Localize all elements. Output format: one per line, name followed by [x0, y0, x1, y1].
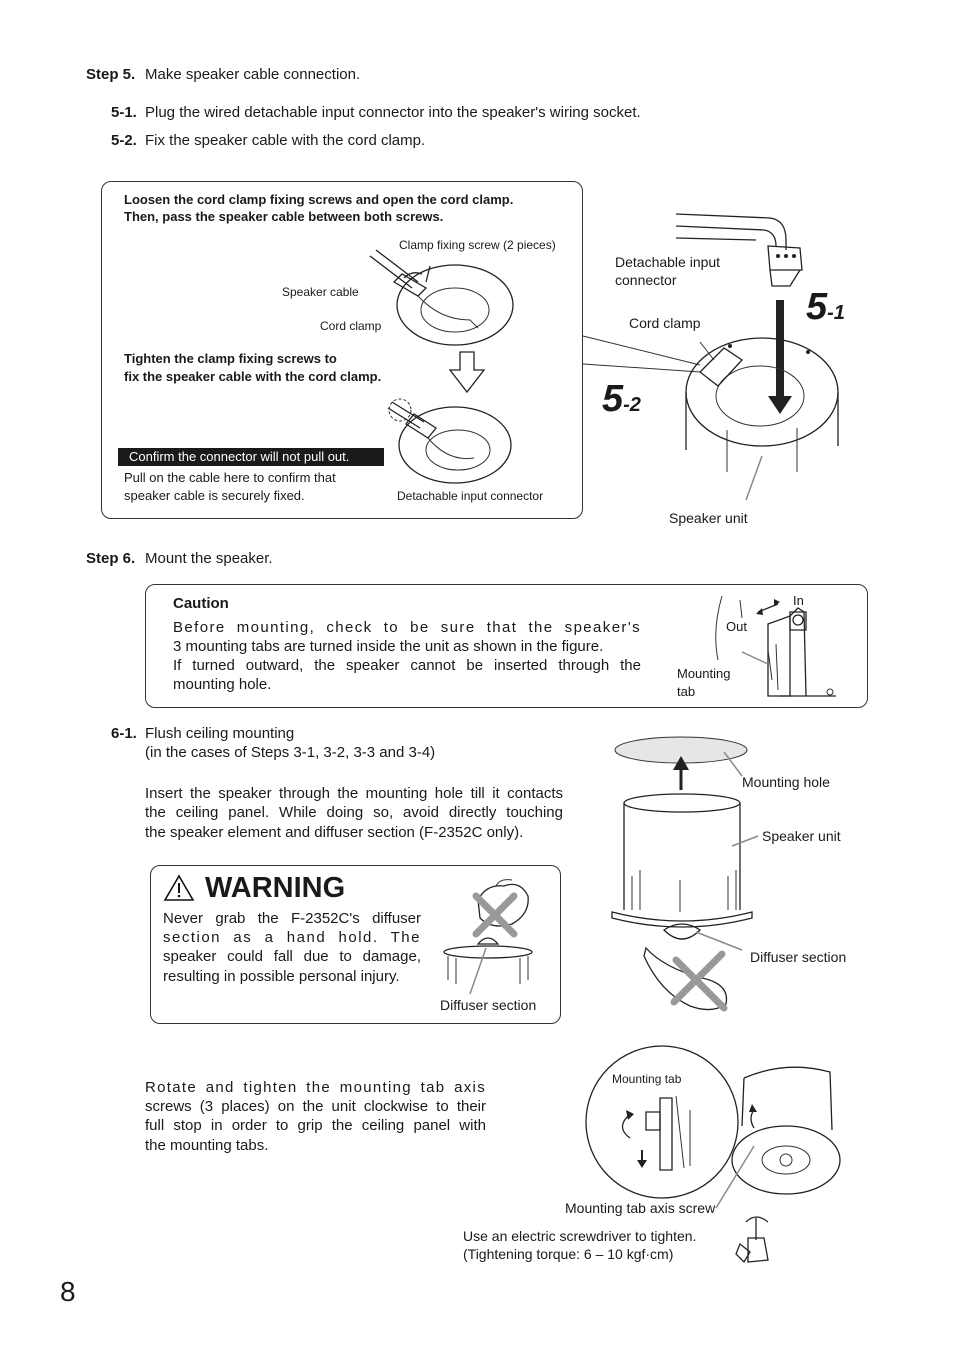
- warning-title: WARNING: [205, 872, 346, 904]
- warning-line-1: Never grab the F-2352C's diffuser: [163, 910, 421, 927]
- caution-line-2: 3 mounting tabs are turned inside the un…: [173, 638, 604, 655]
- page-number: 8: [60, 1276, 76, 1307]
- warning-line-2: section as a hand hold. The: [163, 929, 421, 946]
- rotate-line-1: Rotate and tighten the mounting tab axis: [145, 1079, 486, 1096]
- step6-1-label: 6-1.: [111, 725, 137, 742]
- diffuser-section-label-right: Diffuser section: [750, 949, 847, 965]
- tab-out-label: Out: [726, 619, 747, 634]
- step6-text: Mount the speaker.: [145, 550, 273, 567]
- step6-label: Step 6.: [86, 550, 136, 567]
- detachable-input-label-1: Detachable input: [615, 254, 721, 270]
- caution-title: Caution: [173, 595, 229, 612]
- warning-line-4: resulting in possible personal injury.: [163, 968, 400, 985]
- speaker-cable-label: Speaker cable: [282, 285, 359, 299]
- clamp-instruction-mid-1: Tighten the clamp fixing screws to: [124, 351, 337, 366]
- step6-1-para-2: the ceiling panel. While doing so, avoid…: [145, 804, 563, 821]
- caution-line-3: If turned outward, the speaker cannot be…: [173, 657, 641, 674]
- caution-box: [145, 584, 868, 708]
- mounting-tab-label-detail: Mounting tab: [612, 1072, 682, 1086]
- mounting-tab-label-1: Mounting: [677, 666, 731, 681]
- step5-2-text: Fix the speaker cable with the cord clam…: [145, 132, 426, 149]
- caution-line-4: mounting hole.: [173, 676, 272, 693]
- clamp-screw-label: Clamp fixing screw (2 pieces): [399, 238, 556, 252]
- cord-clamp-label-small: Cord clamp: [320, 319, 382, 333]
- step6-1-cases: (in the cases of Steps 3-1, 3-2, 3-3 and…: [145, 744, 436, 761]
- confirm-bar: Confirm the connector will not pull out.: [118, 448, 384, 466]
- step-5-2-marker: 5-2: [602, 378, 641, 420]
- step5-label: Step 5.: [86, 66, 136, 83]
- cord-clamp-box: [101, 181, 583, 519]
- step6-1-title: Flush ceiling mounting: [145, 725, 295, 742]
- step-5-1-marker: 5-1: [806, 286, 845, 328]
- diffuser-section-label-warning: Diffuser section: [440, 997, 537, 1013]
- step6-1-para-3: the speaker element and diffuser section…: [145, 824, 524, 841]
- rotate-line-3: full stop in order to grip the ceiling p…: [145, 1117, 486, 1134]
- rotate-line-4: the mounting tabs.: [145, 1137, 269, 1154]
- pull-text-2: speaker cable is securely fixed.: [124, 488, 305, 503]
- detachable-connector-label-small: Detachable input connector: [397, 489, 544, 503]
- step5-1-label: 5-1.: [111, 104, 137, 121]
- clamp-instruction-top-2: Then, pass the speaker cable between bot…: [124, 209, 444, 224]
- cord-clamp-label-large: Cord clamp: [629, 315, 701, 331]
- pull-text-1: Pull on the cable here to confirm that: [124, 470, 336, 485]
- warning-line-3: speaker could fall due to damage,: [163, 948, 421, 965]
- step5-2-label: 5-2.: [111, 132, 137, 149]
- step6-1-para-1: Insert the speaker through the mounting …: [145, 785, 563, 802]
- step5-1-text: Plug the wired detachable input connecto…: [145, 104, 641, 121]
- clamp-instruction-top-1: Loosen the cord clamp fixing screws and …: [124, 192, 514, 207]
- tab-in-label: In: [793, 593, 804, 608]
- mounting-hole-label: Mounting hole: [742, 774, 830, 790]
- detachable-input-label-2: connector: [615, 272, 677, 288]
- mounting-tab-label-2: tab: [677, 684, 696, 699]
- clamp-instruction-mid-2: fix the speaker cable with the cord clam…: [124, 369, 382, 384]
- speaker-unit-label-mid: Speaker unit: [762, 828, 841, 844]
- rotate-line-2: screws (3 places) on the unit clockwise …: [145, 1098, 486, 1115]
- caution-line-1: Before mounting, check to be sure that t…: [173, 619, 641, 636]
- warning-box: [150, 865, 561, 1024]
- axis-screw-label: Mounting tab axis screw: [565, 1200, 716, 1216]
- screwdriver-note-2: (Tightening torque: 6 – 10 kgf·cm): [463, 1246, 674, 1262]
- screwdriver-note-1: Use an electric screwdriver to tighten.: [463, 1228, 697, 1244]
- speaker-unit-label-top: Speaker unit: [669, 510, 748, 526]
- step5-text: Make speaker cable connection.: [145, 66, 361, 83]
